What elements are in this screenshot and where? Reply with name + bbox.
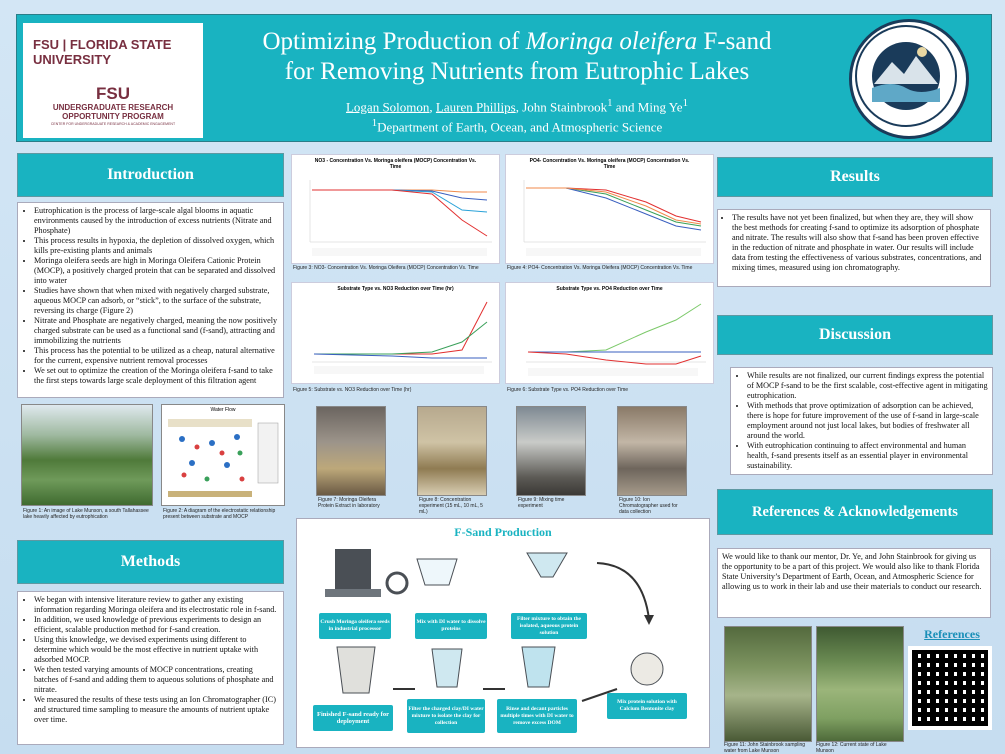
acknowledgements-text: We would like to thank our mentor, Dr. Y… — [722, 552, 982, 591]
fsand-illustrations — [325, 549, 664, 702]
methods-box: We began with intensive literature revie… — [17, 591, 284, 745]
list-item: This process results in hypoxia, the dep… — [34, 236, 279, 256]
references-qr-code[interactable] — [908, 646, 992, 730]
logo-panel: FSU | FLORIDA STATE UNIVERSITY FSU UNDER… — [23, 23, 203, 138]
fsu-logo: FSU | FLORIDA STATE UNIVERSITY — [33, 37, 172, 67]
figure-3-plot — [309, 180, 492, 256]
list-item: Studies have shown that when mixed with … — [34, 286, 279, 316]
figure-5-plot — [312, 301, 492, 374]
fsand-step-3: Filter mixture to obtain the isolated, a… — [511, 613, 587, 639]
list-item: We set out to optimize the creation of t… — [34, 366, 279, 386]
figure-6-chart: Substrate Type vs. PO4 Reduction over Ti… — [505, 282, 714, 384]
list-item: We then tested varying amounts of MOCP c… — [34, 665, 279, 695]
fsand-title: F-Sand Production — [454, 525, 552, 539]
fsand-step-7: Finished F-sand ready for deployment — [313, 705, 393, 731]
list-item: Moringa oleifera seeds are high in Morin… — [34, 256, 279, 286]
list-item: Using this knowledge, we devised experim… — [34, 635, 279, 665]
figure-2-caption: Figure 2: A diagram of the electrostatic… — [163, 508, 276, 520]
fsand-step-2: Mix with DI water to dissolve proteins — [415, 613, 487, 639]
introduction-heading: Introduction — [17, 153, 284, 197]
figure-8-caption: Figure 8: Concentration experiment (15 m… — [419, 497, 483, 515]
figure-6-plot — [526, 303, 706, 376]
electrostatic-diagram: Water Flow — [161, 404, 285, 506]
figure-3-caption: Figure 3: NO3- Concentration Vs. Moringa… — [293, 265, 479, 271]
figure-3-chart: NO3 - Concentration Vs. Moringa oleifera… — [291, 154, 500, 264]
concentration-photo — [417, 406, 487, 496]
figure-12-caption: Figure 12: Current state of Lake Munson — [816, 742, 887, 754]
sampling-photo — [724, 626, 812, 742]
poster-header: FSU | FLORIDA STATE UNIVERSITY FSU UNDER… — [16, 14, 992, 142]
list-item: With eutrophication continuing to affect… — [747, 441, 988, 471]
methods-heading: Methods — [17, 540, 284, 584]
figure-4-caption: Figure 4: PO4- Concentration Vs. Moringa… — [507, 265, 693, 271]
list-item: This process has the potential to be uti… — [34, 346, 279, 366]
protein-extract-photo — [316, 406, 386, 496]
fsand-step-6: Filter the charged clay/DI water mixture… — [407, 699, 485, 733]
list-item: While results are not finalized, our cur… — [747, 371, 988, 401]
results-text: The results have not yet been finalized,… — [732, 213, 985, 273]
fsand-step-4: Mix protein solution with Calcium Benton… — [607, 693, 687, 719]
fsand-step-5: Rinse and decant particles multiple time… — [497, 699, 577, 733]
affiliation: Department of Earth, Ocean, and Atmosphe… — [377, 119, 663, 135]
results-heading: Results — [717, 157, 993, 197]
list-item: We measured the results of these tests u… — [34, 695, 279, 725]
authors: Logan Solomon, Lauren Phillips, John Sta… — [345, 97, 688, 135]
figure-5-caption: Figure 5: Substrate vs. NO3 Reduction ov… — [293, 387, 412, 393]
author-link[interactable]: Lauren Phillips — [435, 99, 516, 115]
mixing-time-photo — [516, 406, 586, 496]
fsand-production-panel: F-Sand Production Crush Moringa oleifera… — [296, 518, 710, 748]
references-heading: References & Acknowledgements — [717, 489, 993, 535]
figure-10-caption: Figure 10: Ion Chromatographer used for … — [619, 497, 678, 515]
eoas-seal — [849, 19, 969, 139]
list-item: Nitrate and Phosphate are negatively cha… — [34, 316, 279, 346]
figure-9-caption: Figure 9: Mixing time experiment — [518, 497, 565, 509]
fsand-step-1: Crush Moringa oleifera seeds in industri… — [319, 613, 391, 639]
lake-munson-photo — [21, 404, 153, 506]
figure-7-caption: Figure 7: Moringa Oleifera Protein Extra… — [318, 497, 380, 509]
diagram-graphic — [168, 419, 279, 497]
acknowledgements-box: We would like to thank our mentor, Dr. Y… — [717, 548, 991, 618]
figure-11-caption: Figure 11: John Stainbrook sampling wate… — [724, 742, 806, 754]
seal-graphic — [855, 25, 957, 127]
introduction-box: Eutrophication is the process of large-s… — [17, 202, 284, 398]
list-item: With methods that prove optimization of … — [747, 401, 988, 441]
program-logo: FSU UNDERGRADUATE RESEARCH OPPORTUNITY P… — [50, 84, 176, 127]
ion-chromatographer-photo — [617, 406, 687, 496]
figure-5-chart: Substrate Type vs. NO3 Reduction over Ti… — [291, 282, 500, 384]
results-box: The results have not yet been finalized,… — [717, 209, 991, 287]
author-link[interactable]: Logan Solomon — [345, 99, 430, 115]
list-item: In addition, we used knowledge of previo… — [34, 615, 279, 635]
figure-1-caption: Figure 1: An image of Lake Munson, a sou… — [23, 508, 149, 520]
figure-6-caption: Figure 6: Substrate Type vs. PO4 Reducti… — [507, 387, 629, 393]
poster-title: Optimizing Production of Moringa oleifer… — [262, 28, 772, 85]
list-item: Eutrophication is the process of large-s… — [34, 206, 279, 236]
lake-state-photo — [816, 626, 904, 742]
discussion-box: While results are not finalized, our cur… — [730, 367, 993, 475]
references-link[interactable]: References — [924, 627, 980, 641]
figure-4-plot — [523, 180, 706, 256]
discussion-heading: Discussion — [717, 315, 993, 355]
list-item: We began with intensive literature revie… — [34, 595, 279, 615]
figure-4-chart: PO4- Concentration Vs. Moringa oleifera … — [505, 154, 714, 264]
